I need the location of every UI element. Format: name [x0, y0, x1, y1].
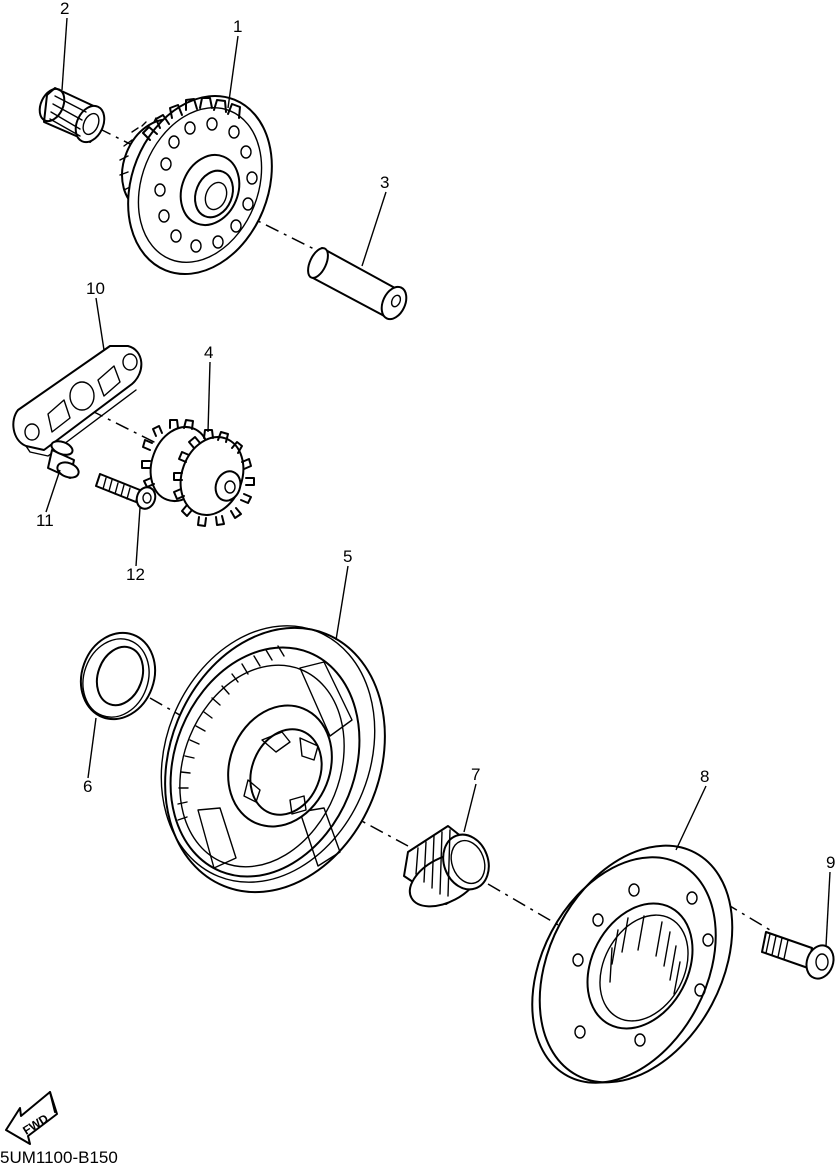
- part-9-label: 9: [826, 853, 835, 872]
- diagram-code: 5UM1100-B150: [0, 1148, 118, 1166]
- part-12-label: 12: [126, 565, 145, 584]
- part-2-needle-bearing[interactable]: [35, 85, 110, 147]
- part-11-label: 11: [36, 511, 54, 530]
- part-12-screw[interactable]: [95, 473, 158, 511]
- part-10-label: 10: [86, 279, 105, 298]
- part-2-label: 2: [60, 0, 69, 18]
- part-1-label: 1: [233, 17, 242, 36]
- part-6-label: 6: [83, 777, 92, 796]
- part-5-label: 5: [343, 547, 352, 566]
- part-7-needle-bearing[interactable]: [401, 825, 496, 917]
- part-7-label: 7: [471, 765, 480, 784]
- fwd-arrow-icon: FWD: [5, 1091, 58, 1145]
- part-3-label: 3: [380, 173, 389, 192]
- part-4-idle-gear[interactable]: [141, 419, 255, 527]
- part-9-bolt[interactable]: [761, 931, 838, 982]
- part-3-shaft[interactable]: [304, 245, 411, 323]
- part-10-gear-plate[interactable]: [12, 345, 143, 457]
- part-8-one-way-clutch[interactable]: [495, 812, 771, 1115]
- part-8-label: 8: [700, 767, 709, 786]
- part-4-label: 4: [204, 343, 213, 362]
- part-6-washer[interactable]: [69, 622, 167, 729]
- part-number-labels: 1 2 3 4 5 6 7 8 9 10 11 12: [36, 0, 835, 872]
- part-1-starter-idle-gear[interactable]: [102, 74, 297, 296]
- part-5-starter-wheel-gear[interactable]: [124, 593, 423, 925]
- leader-lines: [45, 17, 831, 947]
- part-11-collar[interactable]: [47, 439, 81, 481]
